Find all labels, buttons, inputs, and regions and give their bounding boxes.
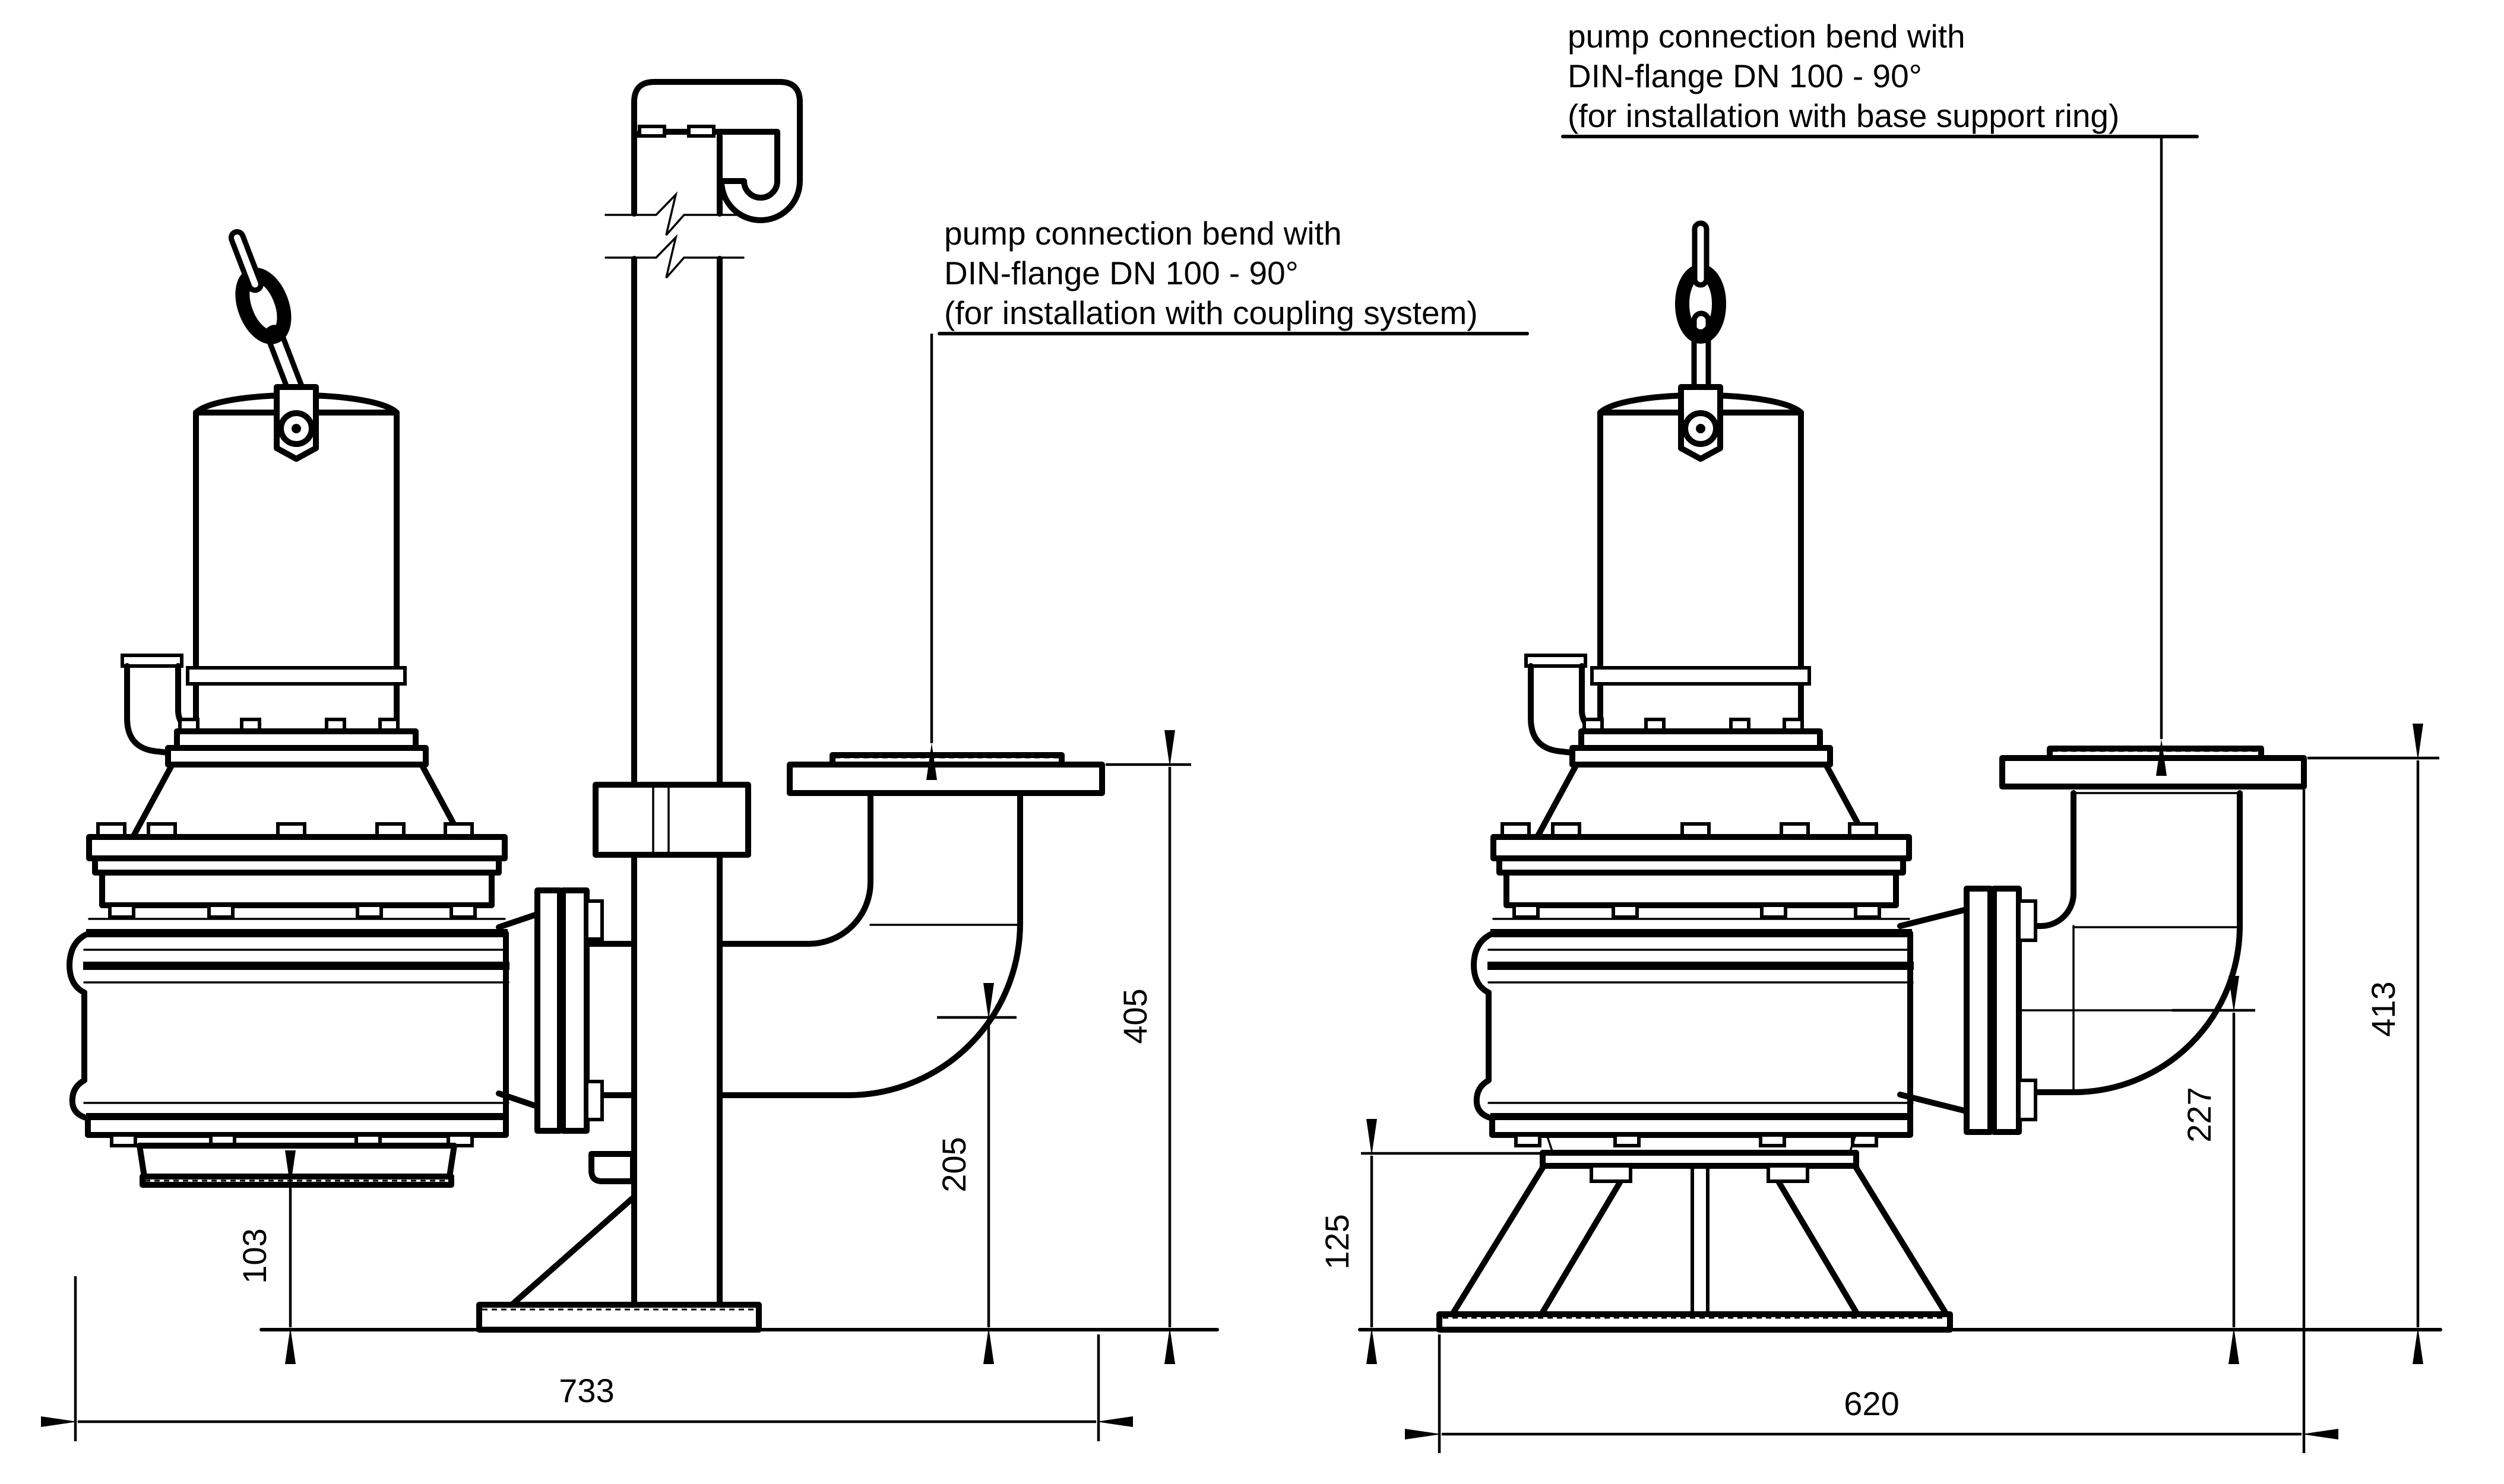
dim-205: 205 [935, 983, 1017, 1364]
dim-103: 103 [236, 1150, 338, 1364]
lifting-chain [1675, 220, 1726, 397]
discharge-flange-left [496, 887, 604, 1134]
annotation-coupling-line2: DIN-flange DN 100 - 90° [944, 255, 1299, 291]
dim-405: 405 [1106, 730, 1191, 1364]
guide-pipe-base-plate [476, 1302, 762, 1333]
dim-733-label: 733 [559, 1372, 614, 1409]
flange-bolt [585, 1080, 604, 1121]
flange-bolt [2017, 899, 2037, 942]
annotation-coupling: pump connection bend with DIN-flange DN … [926, 215, 1529, 780]
guide-pipe [476, 79, 803, 1333]
left-view-pump-coupling: 103 205 405 733 pump connection bend wit… [41, 79, 1529, 1441]
adapter-rings [131, 718, 463, 839]
stand-rim [1540, 1150, 1859, 1169]
dim-125: 125 [1318, 1119, 1541, 1364]
clamp-ring [86, 822, 508, 919]
stand-bolt [1590, 1164, 1632, 1183]
dim-413: 413 [2307, 724, 2439, 1364]
din-flange-right [1999, 746, 2307, 789]
annotation-coupling-line1: pump connection bend with [944, 215, 1342, 252]
break-symbol [604, 191, 745, 236]
dim-733: 733 [41, 1276, 1133, 1441]
pump-right [1471, 220, 2037, 1147]
dim-413-label: 413 [2364, 981, 2402, 1036]
right-view-pump-base-ring: 125 227 413 620 pump connection bend wit… [1318, 18, 2442, 1453]
hook-bolt [687, 125, 716, 138]
break-symbol [604, 234, 745, 279]
annotation-base-ring-line2: DIN-flange DN 100 - 90° [1568, 58, 1922, 94]
adapter-rings [1535, 718, 1867, 839]
connection-bend-right [2016, 790, 2243, 1095]
dimensions-right: 125 227 413 620 [1318, 724, 2439, 1453]
base-support-ring [1436, 1134, 1953, 1333]
suction-strainer [137, 1143, 457, 1188]
dimensions-left: 103 205 405 733 [41, 730, 1191, 1441]
volute-casing [1471, 918, 1914, 1147]
stand-bolt [1767, 1164, 1809, 1183]
clamp-ring [1490, 822, 1912, 919]
annotation-base-ring-line3: (for installation with base support ring… [1568, 97, 2119, 134]
hook-bolt [638, 125, 666, 138]
lifting-eye [1678, 384, 1723, 462]
dim-205-label: 205 [935, 1137, 973, 1192]
annotation-base-ring-line1: pump connection bend with [1568, 18, 1965, 55]
dim-227: 227 [2172, 976, 2255, 1364]
gusset [509, 1195, 636, 1308]
volute-casing [67, 918, 509, 1147]
flange-bolt [2017, 1079, 2037, 1121]
annotation-coupling-line3: (for installation with coupling system) [944, 294, 1478, 331]
dim-103-label: 103 [236, 1228, 273, 1283]
lifting-eye [274, 384, 319, 462]
annotation-base-ring: pump connection bend with DIN-flange DN … [1561, 18, 2199, 776]
dim-620-label: 620 [1844, 1385, 1899, 1422]
motor-bottom-cap [1590, 666, 1811, 686]
motor-bottom-cap [186, 666, 407, 686]
pump-left [67, 229, 604, 1188]
dim-125-label: 125 [1318, 1214, 1356, 1269]
guide-pipe-hook [631, 79, 803, 223]
flange-bolt [585, 899, 604, 941]
guide-claw-bracket [593, 782, 751, 858]
discharge-flange-right [1897, 886, 2037, 1135]
dim-405-label: 405 [1116, 988, 1154, 1044]
connection-bend-left [584, 790, 1023, 1098]
din-flange-left [787, 752, 1105, 796]
dim-620: 620 [1405, 789, 2338, 1453]
dim-227-label: 227 [2180, 1087, 2218, 1142]
base-ring-plate [1436, 1311, 1953, 1333]
lower-claw [588, 1151, 636, 1184]
lifting-chain [228, 229, 308, 406]
